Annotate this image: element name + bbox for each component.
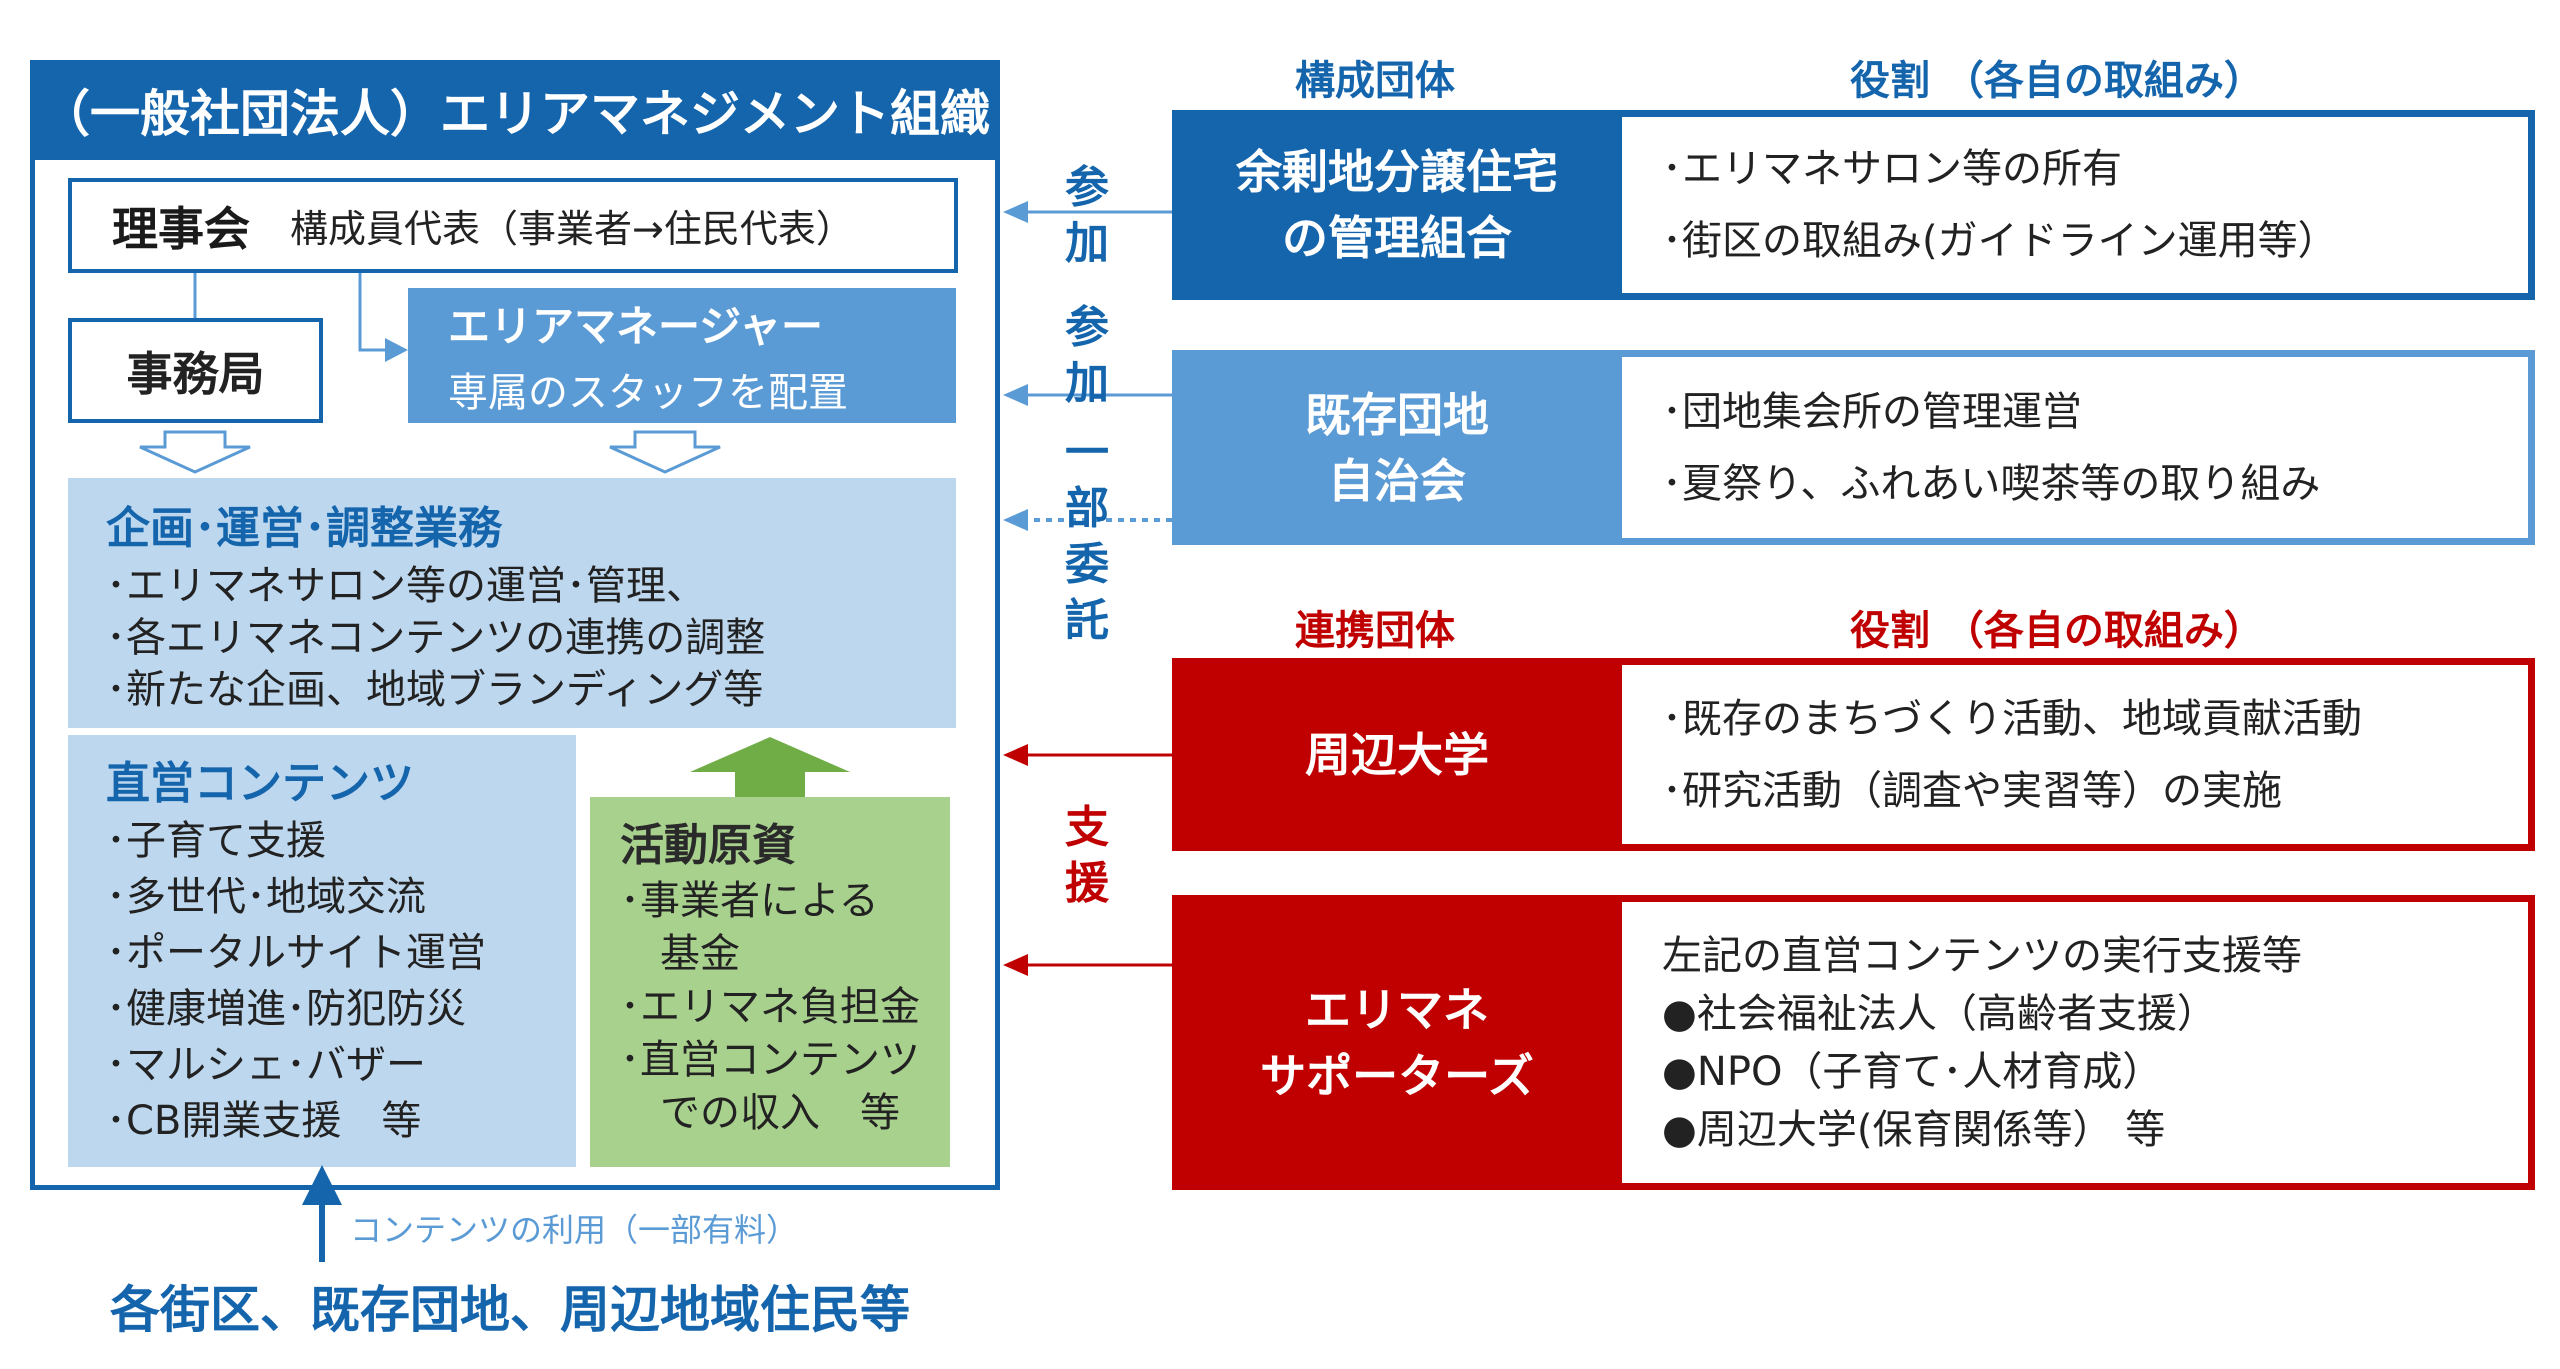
hollow-down-arrow-icon: [609, 430, 721, 474]
partner-roles: 左記の直営コンテンツの実行支援等 ●社会福祉法人（高齢者支援） ●NPO（子育て…: [1622, 902, 2528, 1183]
partner-header-right: 役割 （各自の取組み）: [1850, 608, 2264, 654]
direct-contents-box: 直営コンテンツ ･子育て支援 ･多世代･地域交流 ･ポータルサイト運営 ･健康増…: [68, 735, 576, 1167]
member-name-line: 既存団地: [1305, 387, 1489, 442]
list-item: ●周辺大学(保育関係等） 等: [1662, 1106, 2166, 1153]
list-item: ･エリマネサロン等の運営･管理、: [106, 563, 706, 609]
arrow-left-icon: [1003, 744, 1028, 766]
connector-line: [358, 273, 385, 352]
list-item: ･エリマネ負担金: [620, 984, 920, 1030]
list-item: ･ポータルサイト運営: [106, 930, 486, 976]
list-item: ●NPO（子育て･人材育成）: [1662, 1048, 2163, 1095]
area-manager-box: エリアマネージャー 専属のスタッフを配置: [408, 288, 956, 423]
secretariat-box: 事務局: [68, 318, 323, 423]
arrow-up-icon: [302, 1165, 342, 1205]
list-item: ･夏祭り、ふれあい喫茶等の取り組み: [1662, 460, 2321, 507]
join-label: 参加: [1065, 162, 1109, 269]
member-roles: ･エリマネサロン等の所有 ･街区の取組み(ガイドライン運用等）: [1622, 117, 2528, 293]
manager-desc: 専属のスタッフを配置: [448, 370, 848, 416]
organization-title: （一般社団法人）エリアマネジメント組織: [30, 60, 1000, 160]
support-label: 支援: [1065, 802, 1109, 909]
funds-box: 活動原資 ･事業者による 基金 ･エリマネ負担金 ･直営コンテンツ での収入 等: [590, 797, 950, 1167]
partner-name: 周辺大学: [1172, 658, 1622, 851]
list-item: ･街区の取組み(ガイドライン運用等）: [1662, 218, 2338, 264]
list-item: 基金: [620, 931, 740, 977]
partner-name-line: エリマネ: [1305, 982, 1489, 1037]
list-item: での収入 等: [620, 1090, 900, 1136]
planning-box: 企画･運営･調整業務 ･エリマネサロン等の運営･管理、 ･各エリマネコンテンツの…: [68, 478, 956, 728]
arrow-left-icon: [1003, 384, 1028, 406]
list-item: ･研究活動（調査や実習等）の実施: [1662, 767, 2282, 814]
partner-name-line: サポーターズ: [1260, 1048, 1534, 1103]
list-item: ･多世代･地域交流: [106, 874, 426, 920]
list-item: ･新たな企画、地域ブランディング等: [106, 667, 764, 713]
list-item: ･CB開業支援 等: [106, 1098, 422, 1144]
green-up-arrow-icon: [690, 737, 850, 797]
list-item: ･事業者による: [620, 878, 879, 924]
delegate-label: 一部委託: [1065, 427, 1109, 646]
residents-label: 各街区、既存団地、周辺地域住民等: [110, 1281, 910, 1339]
board-label: 理事会: [112, 201, 250, 256]
list-item: ･健康増進･防犯防災: [106, 986, 466, 1032]
list-item: ･エリマネサロン等の所有: [1662, 146, 2122, 192]
arrow-left-icon: [1003, 509, 1028, 531]
board-desc: 構成員代表（事業者→住民代表）: [290, 207, 854, 251]
partner-roles: ･既存のまちづくり活動、地域貢献活動 ･研究活動（調査や実習等）の実施: [1622, 665, 2528, 844]
member-header-left: 構成団体: [1295, 58, 1455, 104]
list-item: ･各エリマネコンテンツの連携の調整: [106, 615, 766, 661]
member-roles: ･団地集会所の管理運営 ･夏祭り、ふれあい喫茶等の取り組み: [1622, 357, 2528, 538]
usage-label: コンテンツの利用（一部有料）: [350, 1211, 799, 1249]
list-item: ●社会福祉法人（高齢者支援）: [1662, 990, 2217, 1037]
list-item: ･直営コンテンツ: [620, 1037, 920, 1083]
planning-heading: 企画･運営･調整業務: [106, 503, 502, 554]
funds-heading: 活動原資: [620, 820, 796, 871]
direct-heading: 直営コンテンツ: [106, 758, 414, 809]
manager-label: エリアマネージャー: [448, 302, 824, 351]
list-item: ･団地集会所の管理運営: [1662, 388, 2082, 435]
partner-name-line: 周辺大学: [1305, 727, 1489, 782]
board-box: 理事会 構成員代表（事業者→住民代表）: [68, 178, 958, 273]
partner-name: エリマネ サポーターズ: [1172, 895, 1622, 1190]
arrow-left-icon: [1003, 201, 1028, 223]
member-name-line: の管理組合: [1282, 211, 1512, 265]
list-item: ･子育て支援: [106, 818, 326, 864]
arrow-left-icon: [1003, 954, 1028, 976]
member-name-line: 余剰地分譲住宅: [1236, 145, 1558, 199]
list-item: ･既存のまちづくり活動、地域貢献活動: [1662, 695, 2362, 742]
member-name-line: 自治会: [1328, 453, 1466, 508]
partner-intro: 左記の直営コンテンツの実行支援等: [1662, 932, 2302, 979]
member-name: 余剰地分譲住宅 の管理組合: [1172, 110, 1622, 300]
member-name: 既存団地 自治会: [1172, 350, 1622, 545]
list-item: ･マルシェ･バザー: [106, 1042, 426, 1088]
hollow-down-arrow-icon: [139, 430, 251, 474]
join-label: 参加: [1065, 302, 1109, 409]
partner-header-left: 連携団体: [1295, 608, 1455, 654]
arrow-right-icon: [385, 338, 408, 362]
member-header-right: 役割 （各自の取組み）: [1850, 58, 2264, 104]
